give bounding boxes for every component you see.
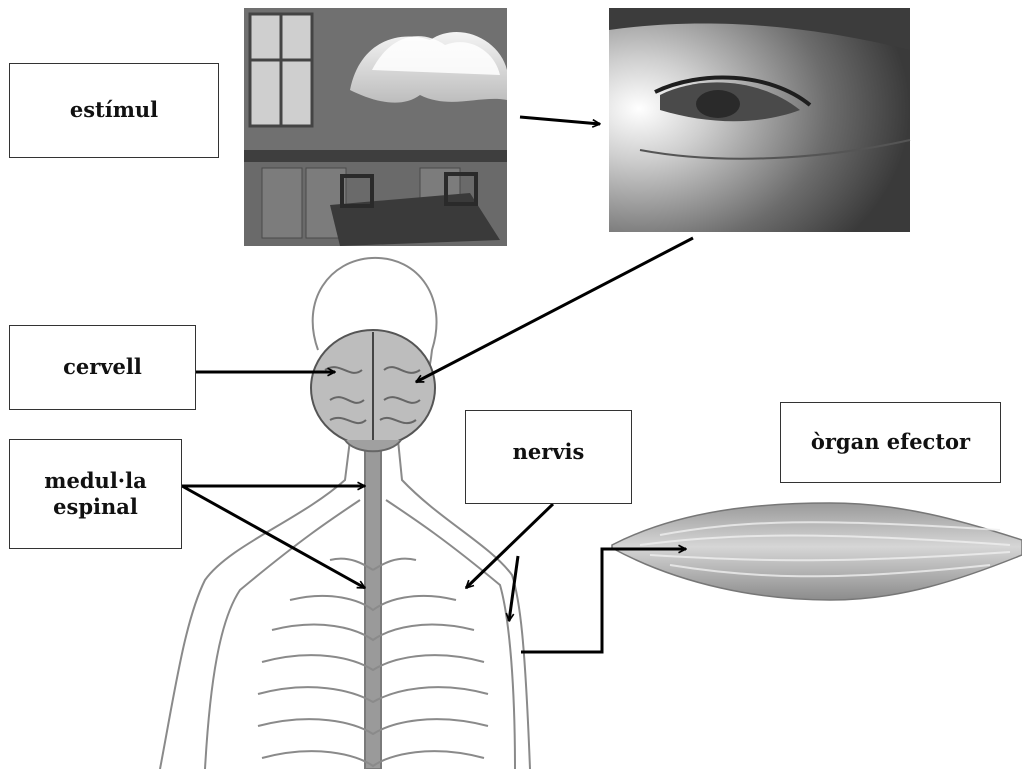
spinal-cord-label: medul·la espinal	[9, 439, 182, 549]
stimulus-label: estímul	[9, 63, 219, 158]
effector-label-text: òrgan efector	[811, 429, 970, 455]
arrow-stimulus-to-eye	[520, 117, 600, 124]
brain-label-text: cervell	[63, 354, 142, 380]
spinal-cord-label-line2: espinal	[53, 494, 138, 520]
nerves-label-text: nervis	[513, 439, 585, 465]
brain-illustration	[311, 330, 435, 451]
arrow-label-to-spinal-cord-lower	[182, 486, 365, 588]
eye-closeup-photo	[609, 8, 910, 232]
arrow-nerves-to-arm	[509, 556, 518, 621]
kitchen-fire-photo	[244, 8, 507, 246]
arrow-eye-to-brain	[416, 238, 693, 382]
muscle-illustration	[612, 503, 1022, 600]
human-back-nervous-system-illustration	[160, 258, 530, 769]
nerves-label: nervis	[465, 410, 632, 504]
brain-label: cervell	[9, 325, 196, 410]
arrow-nerves-to-shoulder	[466, 504, 553, 588]
spinal-cord-label-line1: medul·la	[44, 468, 146, 494]
effector-label: òrgan efector	[780, 402, 1001, 483]
stimulus-label-text: estímul	[70, 97, 158, 123]
